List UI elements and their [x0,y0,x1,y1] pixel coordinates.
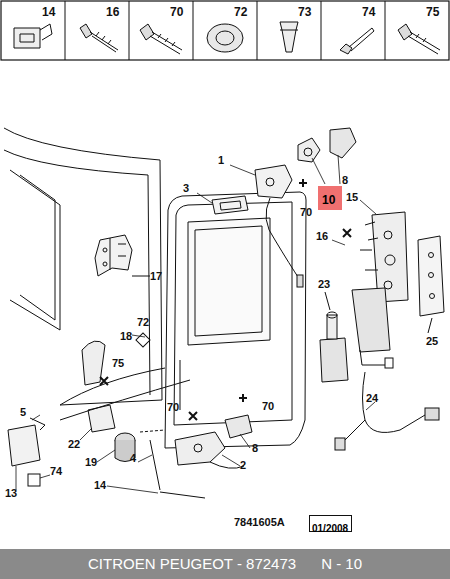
callout-number: 70 [170,6,183,18]
callout-number: 19 [85,457,97,468]
callout-number: 25 [426,336,438,347]
callout-number: 8 [342,175,348,186]
callout-number: 1 [218,155,224,166]
callout-number: 74 [50,466,62,477]
leader-lines [16,155,376,493]
callout-number: 18 [120,331,132,342]
callout-number: 24 [366,393,378,404]
callout-number: 2 [240,460,246,471]
callout-number: 72 [137,317,149,328]
callout-number: 8 [252,443,258,454]
highlighted-callout: 10 [318,186,342,210]
callout-number: 75 [112,358,124,369]
lower-left-parts [8,333,205,498]
caption-band: CITROEN PEUGEOT - 872473 N - 10 [0,549,450,579]
upper-lock-parts [212,128,356,287]
callout-number: 73 [298,6,311,18]
callout-number: 16 [106,6,119,18]
right-door [165,192,306,448]
callout-number: 15 [346,192,358,203]
callout-number: 14 [94,480,106,491]
callout-number: 70 [300,207,312,218]
callout-number: 74 [362,6,375,18]
callout-number: 23 [318,279,330,290]
drawing-reference: 7841605A [234,517,285,528]
callout-number: 5 [20,407,26,418]
fastener-table [1,1,449,60]
node-text: 10 [322,193,335,207]
lock-cylinder [320,292,348,382]
callout-number: 3 [183,183,189,194]
callout-number: 22 [68,439,80,450]
callout-number: 14 [42,6,55,18]
callout-number: 70 [262,401,274,412]
callout-number: 70 [167,402,179,413]
left-door [4,128,162,405]
callout-number: 17 [150,271,162,282]
callout-number: 16 [316,231,328,242]
date-box: 01/2008 [309,515,352,532]
fastener-markers [100,179,351,420]
node-text: 01/2008 [312,523,348,534]
callout-number: 13 [5,488,17,499]
callout-number: 4 [130,453,136,464]
callout-number: 75 [426,6,439,18]
callout-number: 72 [234,6,247,18]
lock-mechanism [352,212,444,368]
hinge [95,235,150,276]
wiring-harness [335,372,439,450]
